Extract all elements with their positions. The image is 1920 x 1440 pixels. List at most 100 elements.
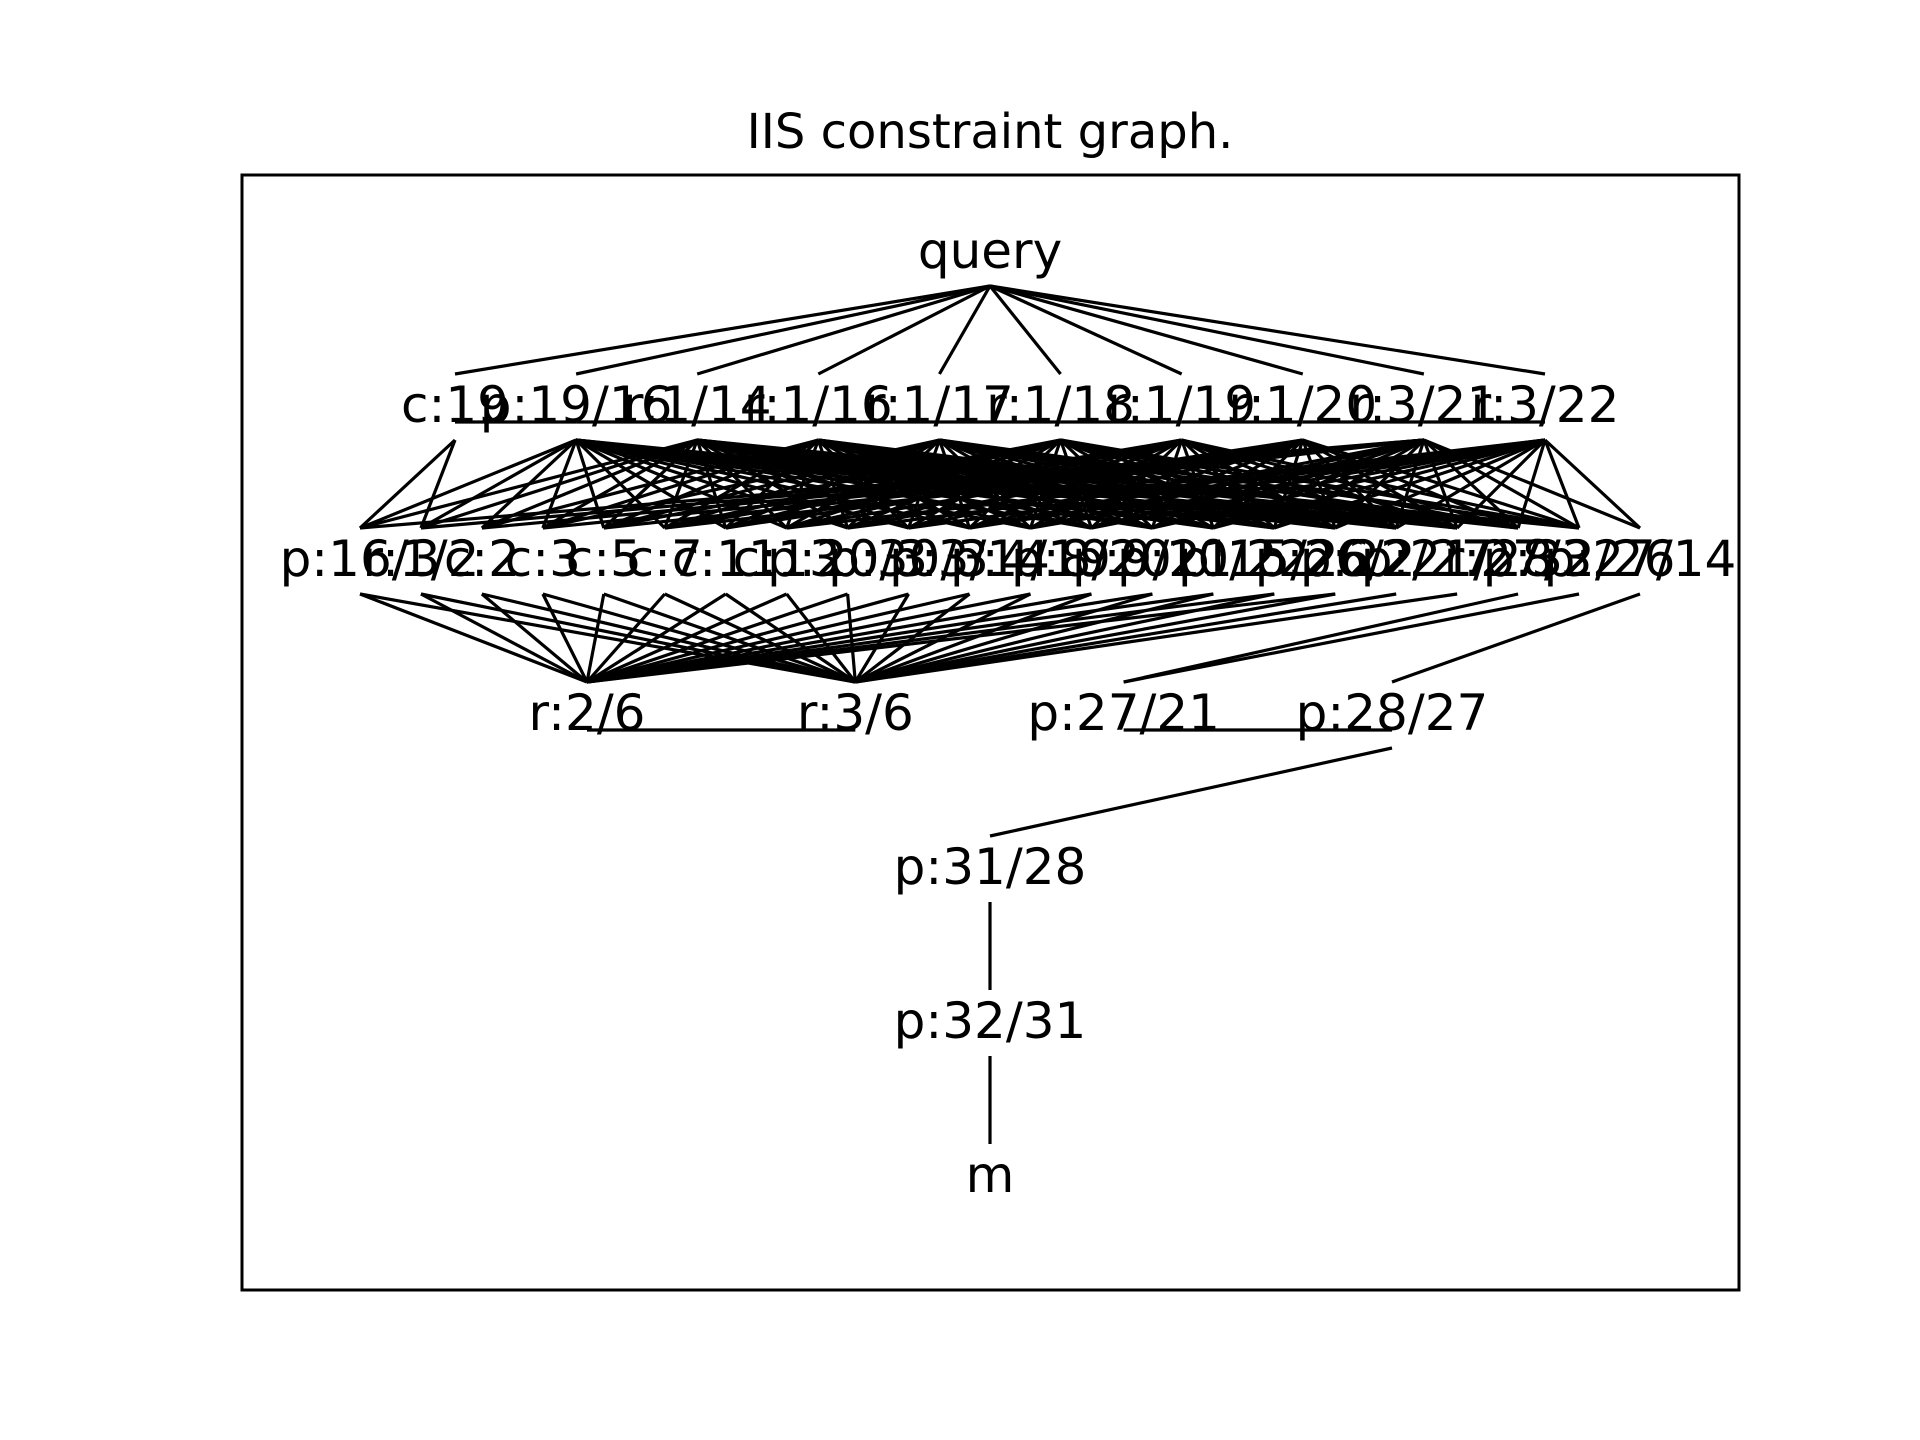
- edge-query-r1_19: [989, 284, 1183, 376]
- edge-c7-r3_6: [664, 592, 857, 684]
- node-p9_21: p:9/21: [1072, 530, 1233, 588]
- node-p28_27: p:28/27: [1296, 684, 1489, 742]
- edge-query-r1_17: [938, 285, 992, 375]
- plot-frame: [240, 173, 1741, 1292]
- edge-query-c19: [454, 284, 991, 376]
- node-p32_31: p:32/31: [894, 992, 1087, 1050]
- edge-p16_3-r2_6: [359, 592, 588, 684]
- edge-p19_16-r1_2: [420, 438, 577, 530]
- edge-r3_22-p32_26: [1543, 439, 1581, 529]
- node-p22_27: p:22/27: [1300, 530, 1493, 588]
- edge-p19_16-p16_3: [359, 438, 577, 530]
- edge-r3_22-p8_20: [1091, 438, 1546, 530]
- node-p31_28: p:31/28: [894, 838, 1087, 896]
- edge-c3-r3_6: [542, 592, 856, 684]
- node-r1_20: r:1/20: [1228, 376, 1377, 434]
- node-p27_14: p:27/14: [1544, 530, 1737, 588]
- edge-c19-r1_2: [419, 439, 457, 529]
- node-c13: c:13: [733, 530, 841, 588]
- node-p20_3: p:20/3: [767, 530, 928, 588]
- edge-p32_26-p27_21: [1123, 592, 1580, 684]
- edge-query-r1_18: [988, 284, 1062, 376]
- node-r1_19: r:1/19: [1107, 376, 1256, 434]
- edge-r1_17-c5: [603, 438, 940, 530]
- node-c11: c:11: [672, 530, 780, 588]
- edge-r3_22-p21_28: [1456, 438, 1547, 530]
- edge-r1_14-r1_2: [420, 438, 698, 530]
- edge-r1_14-c2: [481, 438, 698, 530]
- node-p21_28: p:21/28: [1361, 530, 1554, 588]
- figure-title: IIS constraint graph.: [747, 104, 1234, 160]
- node-p15_26: p:15/26: [1178, 530, 1371, 588]
- node-r1_14: r:1/14: [623, 376, 772, 434]
- node-r3_22: r:3/22: [1471, 376, 1620, 434]
- node-p32_26: p:32/26: [1483, 530, 1676, 588]
- edge-query-p19_16: [575, 284, 991, 376]
- node-r1_16: r:1/16: [744, 376, 893, 434]
- edge-p26_2-r2_6: [586, 592, 1336, 684]
- edge-r3_22-p9_21: [1152, 438, 1546, 530]
- edge-query-r1_14: [696, 284, 991, 376]
- edge-layer: [358, 284, 1642, 1144]
- edge-r1_17-c3: [542, 438, 940, 530]
- edge-r3_22-p26_2: [1334, 438, 1546, 530]
- node-p27_3: r:27/3: [1444, 530, 1593, 588]
- node-c19: c:19: [401, 376, 509, 434]
- node-m: m: [966, 1146, 1015, 1204]
- edge-c5-r3_6: [603, 592, 856, 684]
- node-r1_17: r:1/17: [865, 376, 1014, 434]
- edge-c13-r2_6: [586, 592, 788, 684]
- edge-p20_3-r3_6: [846, 593, 857, 683]
- node-p27_21: p:27/21: [1027, 684, 1220, 742]
- node-c3: c:3: [505, 530, 581, 588]
- edge-p21_28-r3_6: [855, 592, 1458, 684]
- node-p16_3: p:16/3: [280, 530, 441, 588]
- node-p26_2: p:26/2: [1255, 530, 1416, 588]
- edge-p28_27-p31_28: [989, 746, 1393, 838]
- edge-p27_3-p27_21: [1123, 592, 1519, 684]
- edge-r1_2-r3_6: [420, 592, 856, 684]
- edge-c11-r2_6: [586, 592, 727, 684]
- edge-c13-r3_6: [785, 593, 857, 683]
- edge-r1_2-r2_6: [420, 592, 588, 684]
- edge-p26_2-r3_6: [855, 592, 1336, 684]
- node-p10_22: p:10/22: [1117, 530, 1310, 588]
- node-r2_6: r:2/6: [529, 684, 646, 742]
- edge-query-r3_22: [989, 284, 1546, 376]
- edge-r1_14-p16_3: [359, 438, 698, 530]
- edge-p16_3-r3_6: [359, 592, 856, 684]
- edge-query-r3_21: [989, 284, 1425, 376]
- node-p3_14: p:3/14: [889, 530, 1050, 588]
- edge-c7-r2_6: [585, 592, 666, 684]
- node-p4_19: p:4/19: [950, 530, 1111, 588]
- edge-r3_22-p10_22: [1212, 438, 1546, 530]
- edge-r3_22-p27_3: [1516, 439, 1547, 529]
- edge-p20_3-r2_6: [586, 592, 849, 684]
- edge-r3_22-p4_19: [1030, 438, 1546, 530]
- node-r1_18: r:1/18: [986, 376, 1135, 434]
- edge-c5-r2_6: [585, 593, 606, 683]
- node-query: query: [918, 222, 1062, 280]
- edge-c19-p16_3: [358, 438, 457, 530]
- edge-query-r1_20: [989, 284, 1304, 376]
- node-r3_21: r:3/21: [1349, 376, 1498, 434]
- node-p8_20: p:8/20: [1011, 530, 1172, 588]
- node-p30_3: p:30/3: [828, 530, 989, 588]
- edge-r3_22-p15_26: [1273, 438, 1546, 530]
- node-r3_6: r:3/6: [797, 684, 914, 742]
- edge-c3-r2_6: [541, 593, 589, 683]
- node-c7: c:7: [627, 530, 703, 588]
- edge-r3_22-p27_14: [1543, 438, 1642, 530]
- edge-r1_14-c3: [542, 438, 699, 530]
- node-c5: c:5: [566, 530, 642, 588]
- edge-c2-r2_6: [480, 592, 589, 684]
- edge-r1_17-c7: [664, 438, 940, 530]
- edge-c11-r3_6: [724, 592, 857, 684]
- edge-p4_19-r2_6: [586, 592, 1031, 684]
- edge-r3_21-c7: [664, 438, 1425, 530]
- edge-p3_14-r2_6: [586, 592, 970, 684]
- edge-r3_22-p3_14: [969, 438, 1546, 530]
- node-r1_2: r:1/2: [362, 530, 479, 588]
- node-c2: c:2: [444, 530, 520, 588]
